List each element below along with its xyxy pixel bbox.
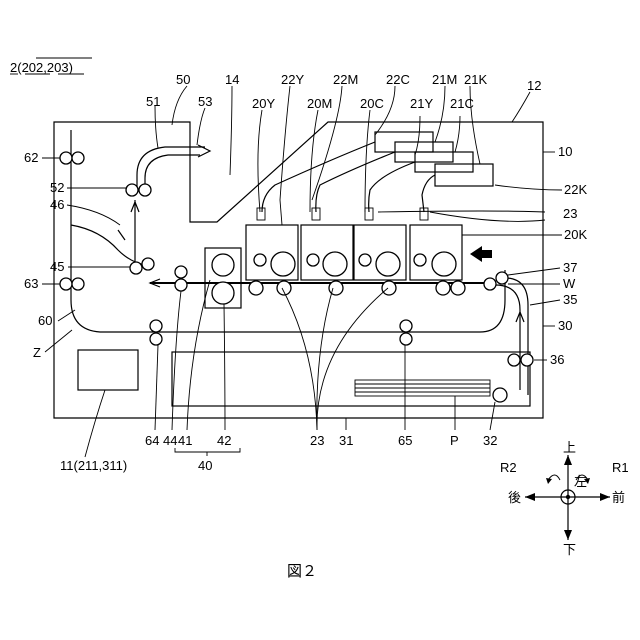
label-62: 62: [24, 150, 38, 165]
roller-45b: [142, 258, 154, 270]
label-22C: 22C: [386, 72, 410, 87]
dir-front: 前: [612, 490, 625, 506]
label-Z: Z: [33, 345, 41, 360]
label-35: 35: [563, 292, 577, 307]
direction-legend: [525, 455, 610, 540]
left-transport-line: [71, 130, 505, 332]
controller-box: [78, 350, 138, 390]
process-unit-M: [301, 208, 353, 295]
label-65: 65: [398, 433, 412, 448]
toner-cartridge-K: [435, 164, 493, 186]
label-50: 50: [176, 72, 190, 87]
roller-62b: [72, 152, 84, 164]
belt-roller-left: [249, 281, 263, 295]
label-21C: 21C: [450, 96, 474, 111]
label-21Y: 21Y: [410, 96, 433, 111]
roller-44a: [175, 266, 187, 278]
label-52: 52: [50, 180, 64, 195]
label-42: 42: [217, 433, 231, 448]
guide-46: [71, 225, 145, 265]
roller-37b: [496, 272, 508, 284]
roller-65b: [400, 333, 412, 345]
roller-37a: [484, 278, 496, 290]
dir-down: 下: [563, 543, 576, 558]
label-22K: 22K: [564, 182, 587, 197]
label-21M: 21M: [432, 72, 457, 87]
right-feed-path: [495, 285, 520, 390]
pickup-roller-32: [493, 388, 507, 402]
roller-64a: [150, 320, 162, 332]
label-20Y: 20Y: [252, 96, 275, 111]
dir-back: 後: [508, 491, 521, 506]
label-63: 63: [24, 276, 38, 291]
roller-63a: [60, 278, 72, 290]
roller-36a: [508, 354, 520, 366]
dir-r2: R2: [500, 460, 517, 475]
belt-roller-right: [451, 281, 465, 295]
label-20C: 20C: [360, 96, 384, 111]
label-12: 12: [527, 78, 541, 93]
roller-62a: [60, 152, 72, 164]
dir-r1: R1: [612, 460, 629, 475]
label-51: 51: [146, 94, 160, 109]
label-64: 64: [145, 433, 159, 448]
label-11: 11(211,311): [60, 458, 127, 473]
roller-64b: [150, 333, 162, 345]
sheet-path-51b: [145, 155, 200, 188]
roller-45a: [130, 262, 142, 274]
label-23-top: 23: [563, 206, 577, 221]
label-23-bottom: 23: [310, 433, 324, 448]
label-22Y: 22Y: [281, 72, 304, 87]
label-37: 37: [563, 260, 577, 275]
label-30: 30: [558, 318, 572, 333]
roller-52a: [126, 184, 138, 196]
label-W: W: [563, 276, 576, 291]
roller-44b: [175, 279, 187, 291]
label-44: 44: [163, 433, 177, 448]
paper-tray: [172, 352, 530, 406]
insertion-arrow: [470, 246, 492, 262]
roller-63b: [72, 278, 84, 290]
process-unit-C: [354, 208, 406, 295]
label-14: 14: [225, 72, 239, 87]
label-20K: 20K: [564, 227, 587, 242]
label-P: P: [450, 433, 459, 448]
label-10: 10: [558, 144, 572, 159]
fixing-roller-41: [212, 254, 234, 276]
label-60: 60: [38, 313, 52, 328]
label-40: 40: [198, 458, 212, 473]
label-36: 36: [550, 352, 564, 367]
label-45: 45: [50, 259, 64, 274]
roller-36b: [521, 354, 533, 366]
figure-caption: 図２: [287, 562, 317, 580]
label-21K: 21K: [464, 72, 487, 87]
roller-65a: [400, 320, 412, 332]
label-53: 53: [198, 94, 212, 109]
guide-46b: [118, 230, 125, 240]
label-46: 46: [50, 197, 64, 212]
label-20M: 20M: [307, 96, 332, 111]
dir-up: 上: [563, 441, 576, 456]
label-22M: 22M: [333, 72, 358, 87]
fixing-roller-42: [212, 282, 234, 304]
bracket-40: [175, 448, 240, 456]
label-32: 32: [483, 433, 497, 448]
label-41: 41: [178, 433, 192, 448]
roller-52b: [139, 184, 151, 196]
label-31: 31: [339, 433, 353, 448]
header-label: 2(202,203): [10, 60, 73, 75]
dir-left-kanji: 左: [574, 475, 587, 490]
